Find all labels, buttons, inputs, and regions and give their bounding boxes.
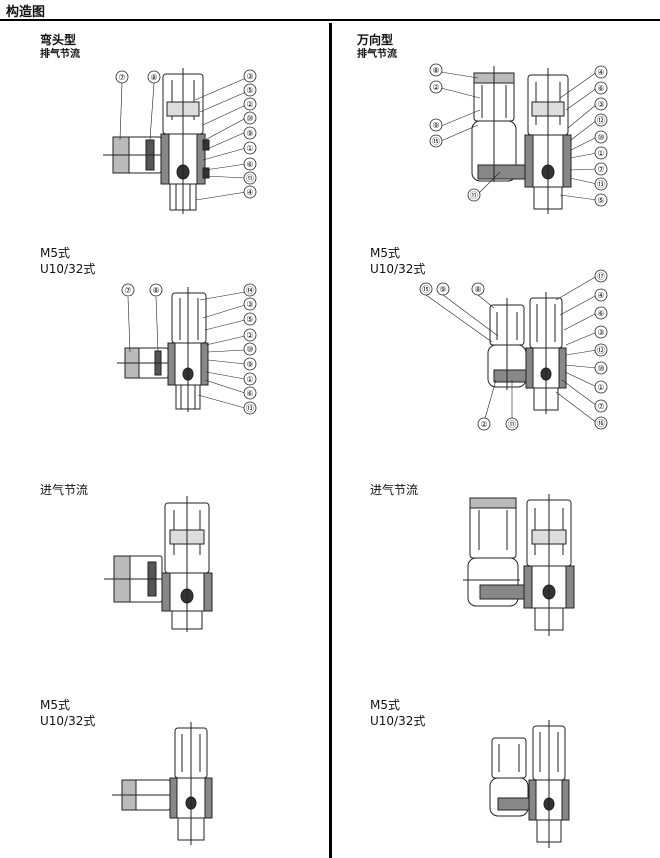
right-s1-subtitle: 排气节流 [357,49,397,60]
callout-d1-1: ⑧ [150,73,157,82]
callout-d4-0: ⑮ [422,285,430,294]
callout-d4-5: ⑥ [597,309,604,318]
callout-d4-11: ⑯ [597,419,605,428]
callout-d2-5: ② [246,331,253,340]
callout-d3-13: ⑪ [470,191,478,200]
left-s2-line1: M5式 [40,246,70,260]
callout-d2-1: ⑧ [152,286,159,295]
callout-d3-5: ⑥ [597,84,604,93]
callout-d1-2: ③ [246,72,253,81]
callout-d3-12: ⑤ [597,196,604,205]
right-s1-title: 万向型 [357,33,394,47]
callout-d3-2: ⑨ [432,121,439,130]
left-s1-title: 弯头型 [40,33,77,47]
left-s4-line1: M5式 [40,698,70,712]
left-s4-line2: U10/32式 [40,714,96,728]
callout-d2-4: ⑤ [246,315,253,324]
callout-d4-1: ⑨ [439,285,446,294]
callout-d2-9: ⑥ [246,389,253,398]
callout-d1-6: ⑨ [246,129,253,138]
callout-d4-7: ⑫ [597,346,605,355]
left-s2-line2: U10/32式 [40,262,96,276]
callout-d2-3: ③ [246,300,253,309]
callout-d3-10: ⑦ [597,165,604,174]
page-title: 构造图 [6,5,46,20]
callout-d3-3: ⑮ [432,137,440,146]
callout-d4-8: ⑩ [597,364,604,373]
callout-d3-0: ⑧ [432,66,439,75]
callout-d4-6: ③ [597,328,604,337]
callout-d4-2: ⑧ [474,285,481,294]
callout-d1-8: ⑥ [246,160,253,169]
callout-d4-4: ④ [597,291,604,300]
callout-d2-2: ⑭ [246,286,254,295]
callout-d3-9: ① [597,149,604,158]
callout-d4-3: ⑰ [597,272,605,281]
left-s1-subtitle: 排气节流 [40,49,80,60]
right-s2-line2: U10/32式 [370,262,426,276]
callout-d2-7: ⑨ [246,360,253,369]
callout-d4-10: ⑦ [597,402,604,411]
right-s3-title: 进气节流 [370,483,419,497]
callout-d2-8: ① [246,375,253,384]
callout-d4-12: ② [480,420,487,429]
callout-d1-10: ④ [246,188,253,197]
right-s4-line1: M5式 [370,698,400,712]
callout-d1-5: ⑩ [246,114,253,123]
column-divider [329,23,332,858]
callout-d1-9: ⑪ [246,174,254,183]
callout-d3-4: ④ [597,68,604,77]
callout-d2-0: ⑦ [124,286,131,295]
header-rule [0,19,660,21]
callout-d1-0: ⑦ [118,73,125,82]
callout-d1-7: ① [246,144,253,153]
callout-d1-3: ⑤ [246,86,253,95]
callout-d2-6: ⑩ [246,345,253,354]
callout-d3-1: ② [432,83,439,92]
left-s3-title: 进气节流 [40,483,89,497]
right-s2-line1: M5式 [370,246,400,260]
callout-d3-11: ⑬ [597,180,605,189]
callout-d3-7: ⑫ [597,116,605,125]
callout-d1-4: ② [246,100,253,109]
right-s4-line2: U10/32式 [370,714,426,728]
callout-d2-10: ⑬ [246,404,254,413]
callout-d4-13: ⑪ [508,420,516,429]
callout-d3-8: ⑩ [597,133,604,142]
callout-d3-6: ③ [597,100,604,109]
callout-d4-9: ① [597,383,604,392]
